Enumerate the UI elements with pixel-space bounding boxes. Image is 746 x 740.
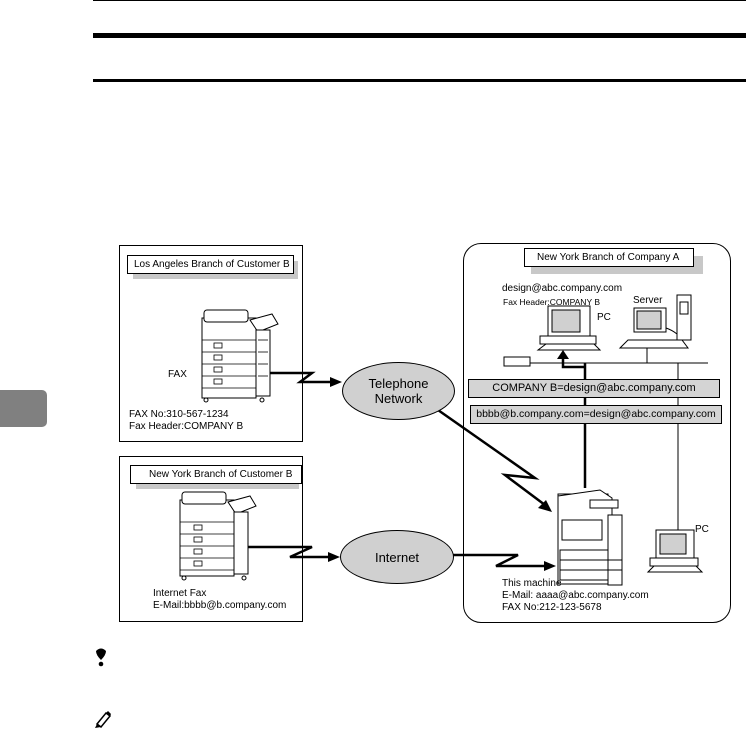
- fax-machine-ny-customer: [179, 491, 257, 581]
- mapping-company-b: COMPANY B=design@abc.company.com: [468, 379, 720, 398]
- arrow-to-pc: [557, 350, 569, 359]
- header-rule-bottom: [93, 79, 746, 82]
- this-machine-icon: [557, 489, 623, 586]
- ny-company-title: New York Branch of Company A: [524, 248, 694, 267]
- pc-icon: [536, 305, 602, 351]
- pc-label: PC: [597, 312, 611, 323]
- pencil-icon: [95, 711, 112, 728]
- chapter-tab: [0, 390, 47, 427]
- arrow-to-machine-2: [544, 561, 556, 571]
- lan-lines: [530, 348, 708, 530]
- link-telephone-to-machine: [437, 408, 546, 506]
- link-la-to-telephone: [270, 371, 330, 384]
- header-rule-thin: [93, 0, 746, 1]
- limitation-icon: [96, 648, 106, 667]
- machine-label: This machine: [502, 578, 562, 589]
- pc2-icon: [646, 529, 704, 573]
- internet-cloud: Internet: [340, 530, 454, 584]
- header-rule-thick: [93, 33, 746, 38]
- machine-email: E-Mail: aaaa@abc.company.com: [502, 590, 649, 601]
- arrow-to-telephone: [330, 377, 342, 387]
- hub-box: [503, 356, 531, 367]
- la-fax-header: Fax Header:COMPANY B: [129, 421, 244, 432]
- server-label: Server: [633, 295, 663, 306]
- link-nyc-to-internet: [248, 545, 330, 559]
- telephone-label: Telephone: [368, 376, 429, 391]
- la-branch-title: Los Angeles Branch of Customer B: [127, 255, 294, 274]
- pc2-label: PC: [695, 524, 709, 535]
- mapping-email: bbbb@b.company.com=design@abc.company.co…: [470, 405, 722, 424]
- link-internet-to-machine: [452, 553, 544, 568]
- pc-email: design@abc.company.com: [502, 283, 623, 294]
- la-fax-number: FAX No:310-567-1234: [129, 409, 229, 420]
- arrow-to-internet: [328, 552, 340, 562]
- internet-label: Internet: [374, 549, 420, 565]
- arrow-to-machine-1: [538, 500, 552, 512]
- la-device-label: FAX: [168, 369, 187, 380]
- fax-machine-la: [201, 309, 279, 403]
- server-icon: [618, 294, 692, 349]
- ny-customer-title: New York Branch of Customer B: [130, 465, 302, 484]
- ny-customer-device-label: Internet Fax: [153, 588, 207, 599]
- network-label: Network: [374, 391, 423, 406]
- pc-fax-header: Fax Header:COMPANY B: [503, 297, 600, 307]
- ny-customer-email: E-Mail:bbbb@b.company.com: [153, 600, 287, 611]
- machine-fax-number: FAX No:212-123-5678: [502, 602, 602, 613]
